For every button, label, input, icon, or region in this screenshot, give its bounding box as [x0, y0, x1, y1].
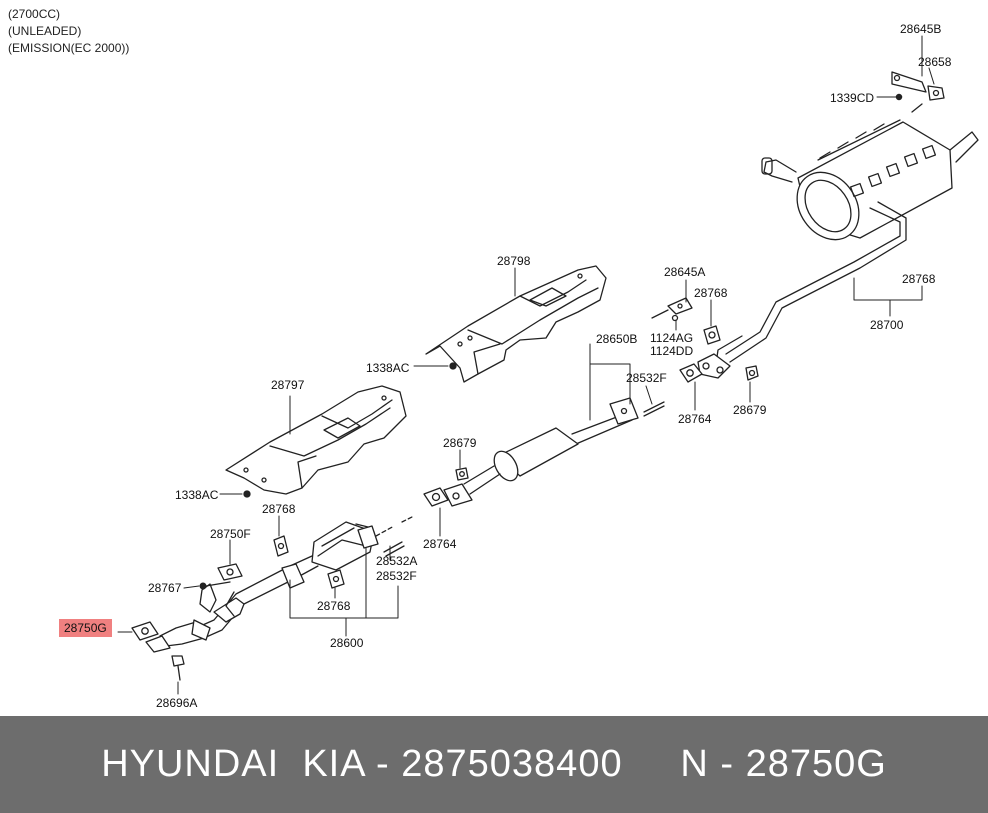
label-28798: 28798 — [497, 254, 531, 268]
label-28797: 28797 — [271, 378, 305, 392]
exhaust-system-diagram — [117, 35, 979, 695]
leader-lines — [117, 35, 935, 695]
label-28768-upper: 28768 — [694, 286, 728, 300]
label-28658: 28658 — [918, 55, 952, 69]
label-28700: 28700 — [870, 318, 904, 332]
label-28696A: 28696A — [156, 696, 198, 710]
bolt-28696A — [171, 655, 185, 681]
note-engine: (2700CC) — [8, 7, 61, 21]
nut-mid — [455, 467, 469, 481]
label-1338AC-bottom: 1338AC — [175, 488, 219, 502]
rear-muffler — [761, 119, 979, 241]
rubber-hanger-lower-center — [327, 569, 345, 589]
label-28645A: 28645A — [664, 265, 706, 279]
label-28532F-bottom: 28532F — [376, 569, 417, 583]
hanger-bracket — [891, 71, 945, 113]
front-pipe-catalytic-converter — [159, 515, 415, 647]
label-1339CD: 1339CD — [830, 91, 875, 105]
label-28768-lower-center: 28768 — [317, 599, 351, 613]
spec-notes: (2700CC) (UNLEADED) (EMISSION(EC 2000)) — [8, 6, 129, 57]
label-28645B: 28645B — [900, 22, 942, 36]
label-28679-mid: 28679 — [443, 436, 477, 450]
label-28767: 28767 — [148, 581, 182, 595]
heat-protector-upper — [425, 265, 607, 383]
part-number-banner: HYUNDAI KIA - 2875038400 N - 28750G — [0, 716, 988, 813]
nut-1338AC-bottom — [243, 490, 251, 498]
label-28768-rear: 28768 — [902, 272, 936, 286]
label-28750G-highlighted: 28750G — [59, 619, 112, 637]
label-1124DD: 1124DD — [650, 344, 694, 358]
nut-28767 — [199, 582, 207, 590]
center-muffler-pipe — [443, 397, 665, 507]
label-28750F: 28750F — [210, 527, 251, 541]
rubber-hanger-lower-left — [273, 535, 289, 557]
label-28764-mid: 28764 — [423, 537, 457, 551]
label-28532F-top: 28532F — [626, 371, 667, 385]
label-1124AG: 1124AG — [650, 331, 694, 345]
nut-right — [745, 365, 759, 381]
label-28650B: 28650B — [596, 332, 638, 346]
note-emission: (EMISSION(EC 2000)) — [8, 41, 130, 55]
sensor-bolts — [383, 541, 405, 557]
label-28764-right: 28764 — [678, 412, 712, 426]
label-28532A: 28532A — [376, 554, 418, 568]
note-fuel: (UNLEADED) — [8, 24, 82, 38]
gasket-28750G — [131, 621, 171, 653]
heat-protector-lower — [225, 385, 407, 495]
banner-text: HYUNDAI KIA - 2875038400 N - 28750G — [101, 743, 887, 785]
label-28679-right: 28679 — [733, 403, 767, 417]
nut-1338AC-top — [449, 362, 457, 370]
label-1338AC-top: 1338AC — [366, 361, 410, 375]
gasket-right — [679, 363, 703, 383]
rubber-hanger-upper — [703, 325, 721, 345]
gasket-mid — [423, 487, 449, 507]
label-28768-lower-left: 28768 — [262, 502, 296, 516]
rear-pipe — [697, 201, 907, 379]
gasket-28750F — [217, 563, 243, 581]
label-28600: 28600 — [330, 636, 364, 650]
